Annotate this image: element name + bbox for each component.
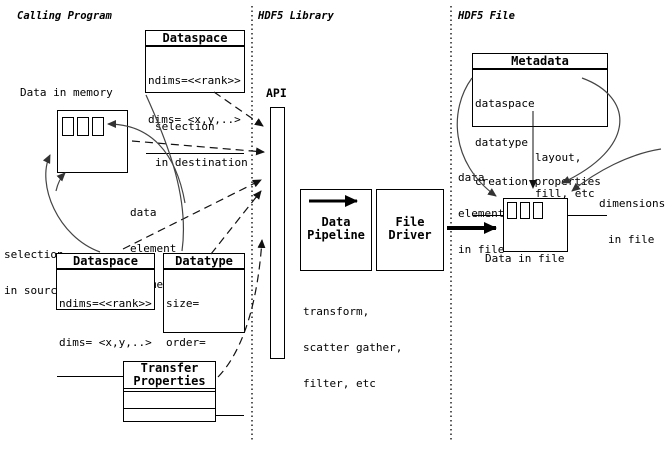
dataspace-destination-attributes: ndims=<<rank>> dims= <x,y,..>	[146, 47, 244, 154]
attr-order: order=	[166, 336, 206, 349]
api-bar	[270, 107, 285, 359]
label-line: in file	[458, 243, 505, 256]
transfer-properties-box: Transfer Properties	[123, 361, 216, 422]
label-line: in source	[4, 284, 64, 297]
file-driver-box: File Driver	[376, 189, 444, 271]
label-line: element	[458, 207, 505, 220]
title-line: Driver	[388, 228, 432, 242]
file-element-square	[520, 202, 530, 219]
datatype-title: Datatype	[164, 254, 244, 269]
label-line: data	[130, 206, 157, 219]
metadata-attributes: dataspace datatype creation properties	[473, 70, 607, 216]
label-line: dimensions	[599, 197, 666, 210]
file-element-square	[533, 202, 543, 219]
dataspace-source-title: Dataspace	[57, 254, 154, 269]
empty-compartment	[124, 392, 215, 409]
attr-size: size=	[166, 297, 200, 310]
dataspace-destination-box: Dataspace ndims=<<rank>> dims= <x,y,..>	[145, 30, 245, 154]
title-line: Transfer	[140, 361, 199, 375]
divider	[146, 46, 244, 47]
label-line: scatter gather,	[303, 341, 403, 354]
metadata-box: Metadata dataspace datatype creation pro…	[472, 53, 608, 216]
empty-compartment	[124, 409, 215, 421]
api-label: API	[266, 86, 287, 100]
label-line: filter, etc	[303, 377, 376, 390]
transfer-properties-title: Transfer Properties	[124, 362, 215, 389]
divider	[164, 269, 244, 270]
memory-element-square	[92, 117, 104, 136]
label-line: in destination	[155, 156, 248, 169]
datatype-box: Datatype size= order= ...	[163, 253, 245, 416]
dataspace-source-box: Dataspace ndims=<<rank>> dims= <x,y,..>	[56, 253, 155, 377]
title-line: File	[395, 215, 425, 229]
title-line: Properties	[133, 374, 206, 388]
dataspace-source-attributes: ndims=<<rank>> dims= <x,y,..>	[57, 270, 154, 377]
dataspace-destination-title: Dataspace	[146, 31, 244, 46]
title-line: Pipeline	[307, 228, 365, 242]
curve-selection-source-to-memory	[55, 172, 66, 192]
section-title-hdf5-library: HDF5 Library	[258, 10, 334, 22]
file-element-square	[507, 202, 517, 219]
divider	[124, 389, 215, 392]
arrow-datatype-to-api	[210, 190, 262, 255]
attr-ndims: ndims=<<rank>>	[59, 297, 152, 310]
label-line: selection	[4, 248, 64, 261]
selection-in-source-label: selection in source	[4, 225, 64, 321]
section-title-calling-program: Calling Program	[17, 10, 112, 22]
title-line: Data	[321, 215, 351, 229]
divider	[473, 69, 607, 70]
data-in-memory-label: Data in memory	[20, 86, 113, 99]
memory-element-square	[77, 117, 89, 136]
attr-dims: dims= <x,y,..>	[59, 336, 152, 349]
label-line: transform,	[303, 305, 370, 318]
memory-element-square	[62, 117, 74, 136]
label-line: in file	[608, 233, 655, 246]
attr-dims: dims= <x,y,..>	[148, 113, 241, 126]
data-in-file-box	[503, 198, 568, 252]
metadata-title: Metadata	[473, 54, 607, 69]
data-in-memory-box	[57, 110, 128, 173]
attr-datatype: datatype	[475, 136, 528, 149]
attr-ndims: ndims=<<rank>>	[148, 74, 241, 87]
data-pipeline-box: Data Pipeline	[300, 189, 372, 271]
data-in-file-label: Data in file	[485, 252, 565, 265]
dimensions-in-file-label: dimensions in file	[599, 174, 665, 270]
attr-dataspace: dataspace	[475, 97, 535, 110]
attr-creation-properties: creation properties	[475, 175, 601, 188]
section-title-hdf5-file: HDF5 File	[458, 10, 515, 22]
pipeline-functions-label: transform, scatter gather, filter, etc	[303, 282, 402, 414]
divider	[57, 269, 154, 270]
